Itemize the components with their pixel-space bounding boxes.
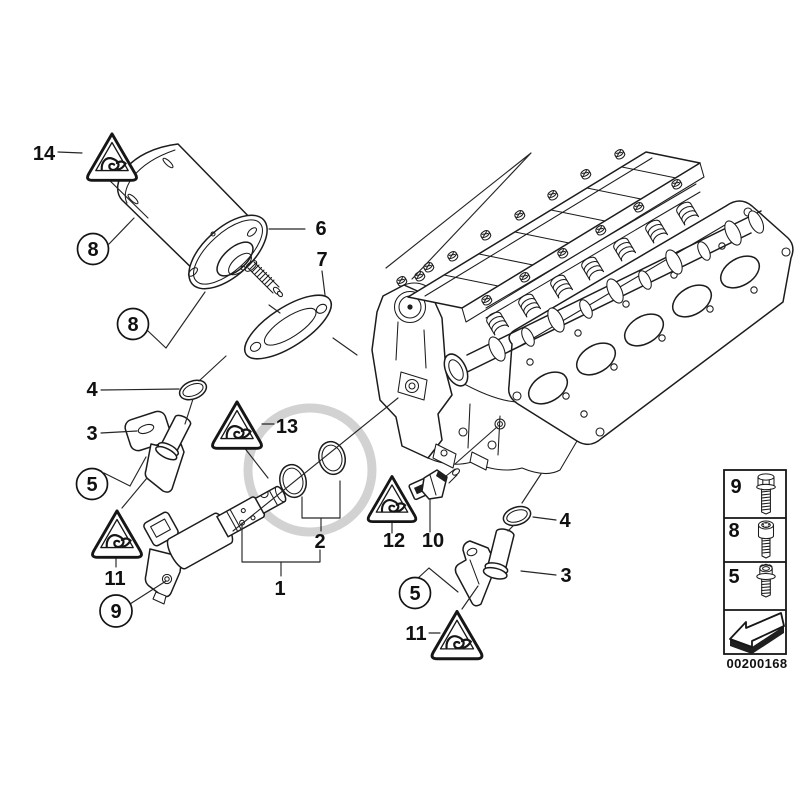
callout-4-right: 4 [559, 510, 571, 532]
legend-num-8: 8 [728, 520, 739, 542]
callout-9: 9 [110, 601, 121, 623]
intake-ports-face [507, 200, 794, 446]
direction-arrow-icon [729, 612, 785, 654]
callout-8b: 8 [127, 314, 138, 336]
cylinder-head-drawing [371, 147, 794, 475]
valve-springs [484, 183, 701, 336]
camshaft [443, 210, 765, 387]
temperature-sensor [408, 468, 460, 501]
callout-11-right: 11 [405, 623, 426, 645]
callout-6: 6 [315, 218, 326, 240]
callout-circle-5-right [398, 576, 432, 610]
legend-row-9: 9 [730, 473, 776, 515]
callout-14: 14 [33, 143, 56, 165]
parts-legend: 9 8 5 [723, 469, 787, 671]
hex-head-bolt-icon [756, 473, 776, 515]
callout-2: 2 [314, 531, 325, 553]
camshaft-sensor-left [124, 410, 192, 493]
callout-circle-8a [76, 232, 110, 266]
legend-num-9: 9 [730, 476, 741, 498]
watermark-ring [243, 403, 377, 537]
head-front-face [371, 260, 578, 475]
callout-5-right: 5 [409, 583, 420, 605]
actuator-motor [116, 143, 284, 298]
flange-screw-icon [756, 563, 776, 598]
camshaft-sensor-right [454, 528, 515, 607]
callout-8a: 8 [87, 239, 98, 261]
drawing-number: 00200168 [726, 656, 787, 671]
callout-13: 13 [276, 416, 298, 438]
callout-circle-5-left [75, 467, 109, 501]
legend-row-5: 5 [728, 563, 776, 598]
socket-head-screw-icon [757, 520, 775, 559]
legend-num-5: 5 [728, 566, 739, 588]
bracket-part-2 [301, 480, 341, 532]
callout-circle-9 [99, 594, 133, 628]
legend-row-8: 8 [728, 520, 775, 559]
motor-shaft [247, 261, 284, 298]
callout-3-left: 3 [86, 423, 97, 445]
callout-10: 10 [422, 530, 444, 552]
callout-11-left: 11 [104, 568, 125, 590]
callout-5-left: 5 [86, 474, 97, 496]
vanos-solenoid-valve [143, 485, 287, 605]
callout-circle-8b [116, 307, 150, 341]
callout-1: 1 [274, 578, 285, 600]
callouts: 14 8 8 6 7 4 3 5 13 2 12 10 1 11 9 4 3 5… [33, 143, 572, 645]
callout-3-right: 3 [560, 565, 571, 587]
motor-flange [187, 214, 268, 290]
callout-7: 7 [316, 249, 327, 271]
callout-4-left: 4 [86, 379, 98, 401]
bracket-part-1 [241, 522, 321, 577]
callout-12: 12 [383, 530, 405, 552]
